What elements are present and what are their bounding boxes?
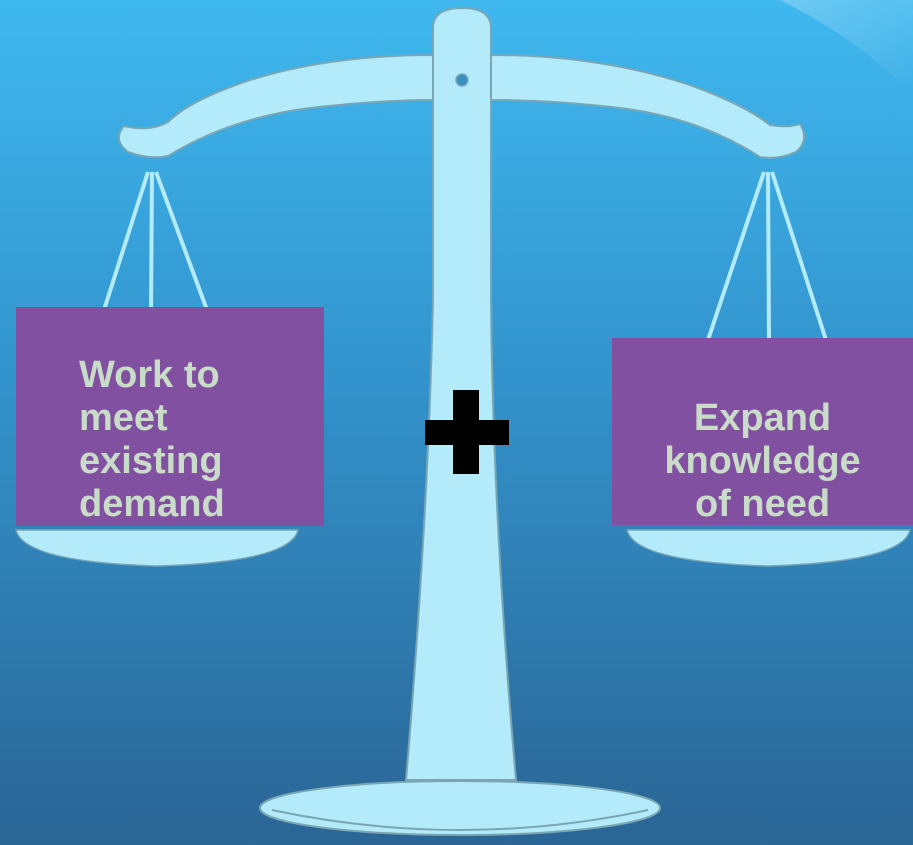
scale-pivot	[455, 73, 469, 87]
right-pan-label-box: Expand knowledge of need	[612, 338, 913, 525]
right-pan-strings	[706, 171, 828, 341]
scale-beam-right	[490, 53, 806, 159]
background-corner-sheen	[780, 0, 913, 95]
right-pan-label: Expand knowledge of need	[664, 397, 861, 525]
plus-icon	[425, 390, 509, 474]
left-pan-label-box: Work to meet existing demand	[16, 307, 324, 526]
left-pan-label: Work to meet existing demand	[79, 354, 225, 525]
scale-base-rim	[271, 809, 649, 831]
scale-base	[259, 780, 661, 836]
scale-beam	[117, 53, 434, 159]
left-pan-strings	[102, 171, 209, 311]
right-pan-dish	[626, 529, 911, 567]
left-pan-dish	[15, 529, 299, 567]
plus-icon-horizontal-bar	[425, 420, 509, 445]
